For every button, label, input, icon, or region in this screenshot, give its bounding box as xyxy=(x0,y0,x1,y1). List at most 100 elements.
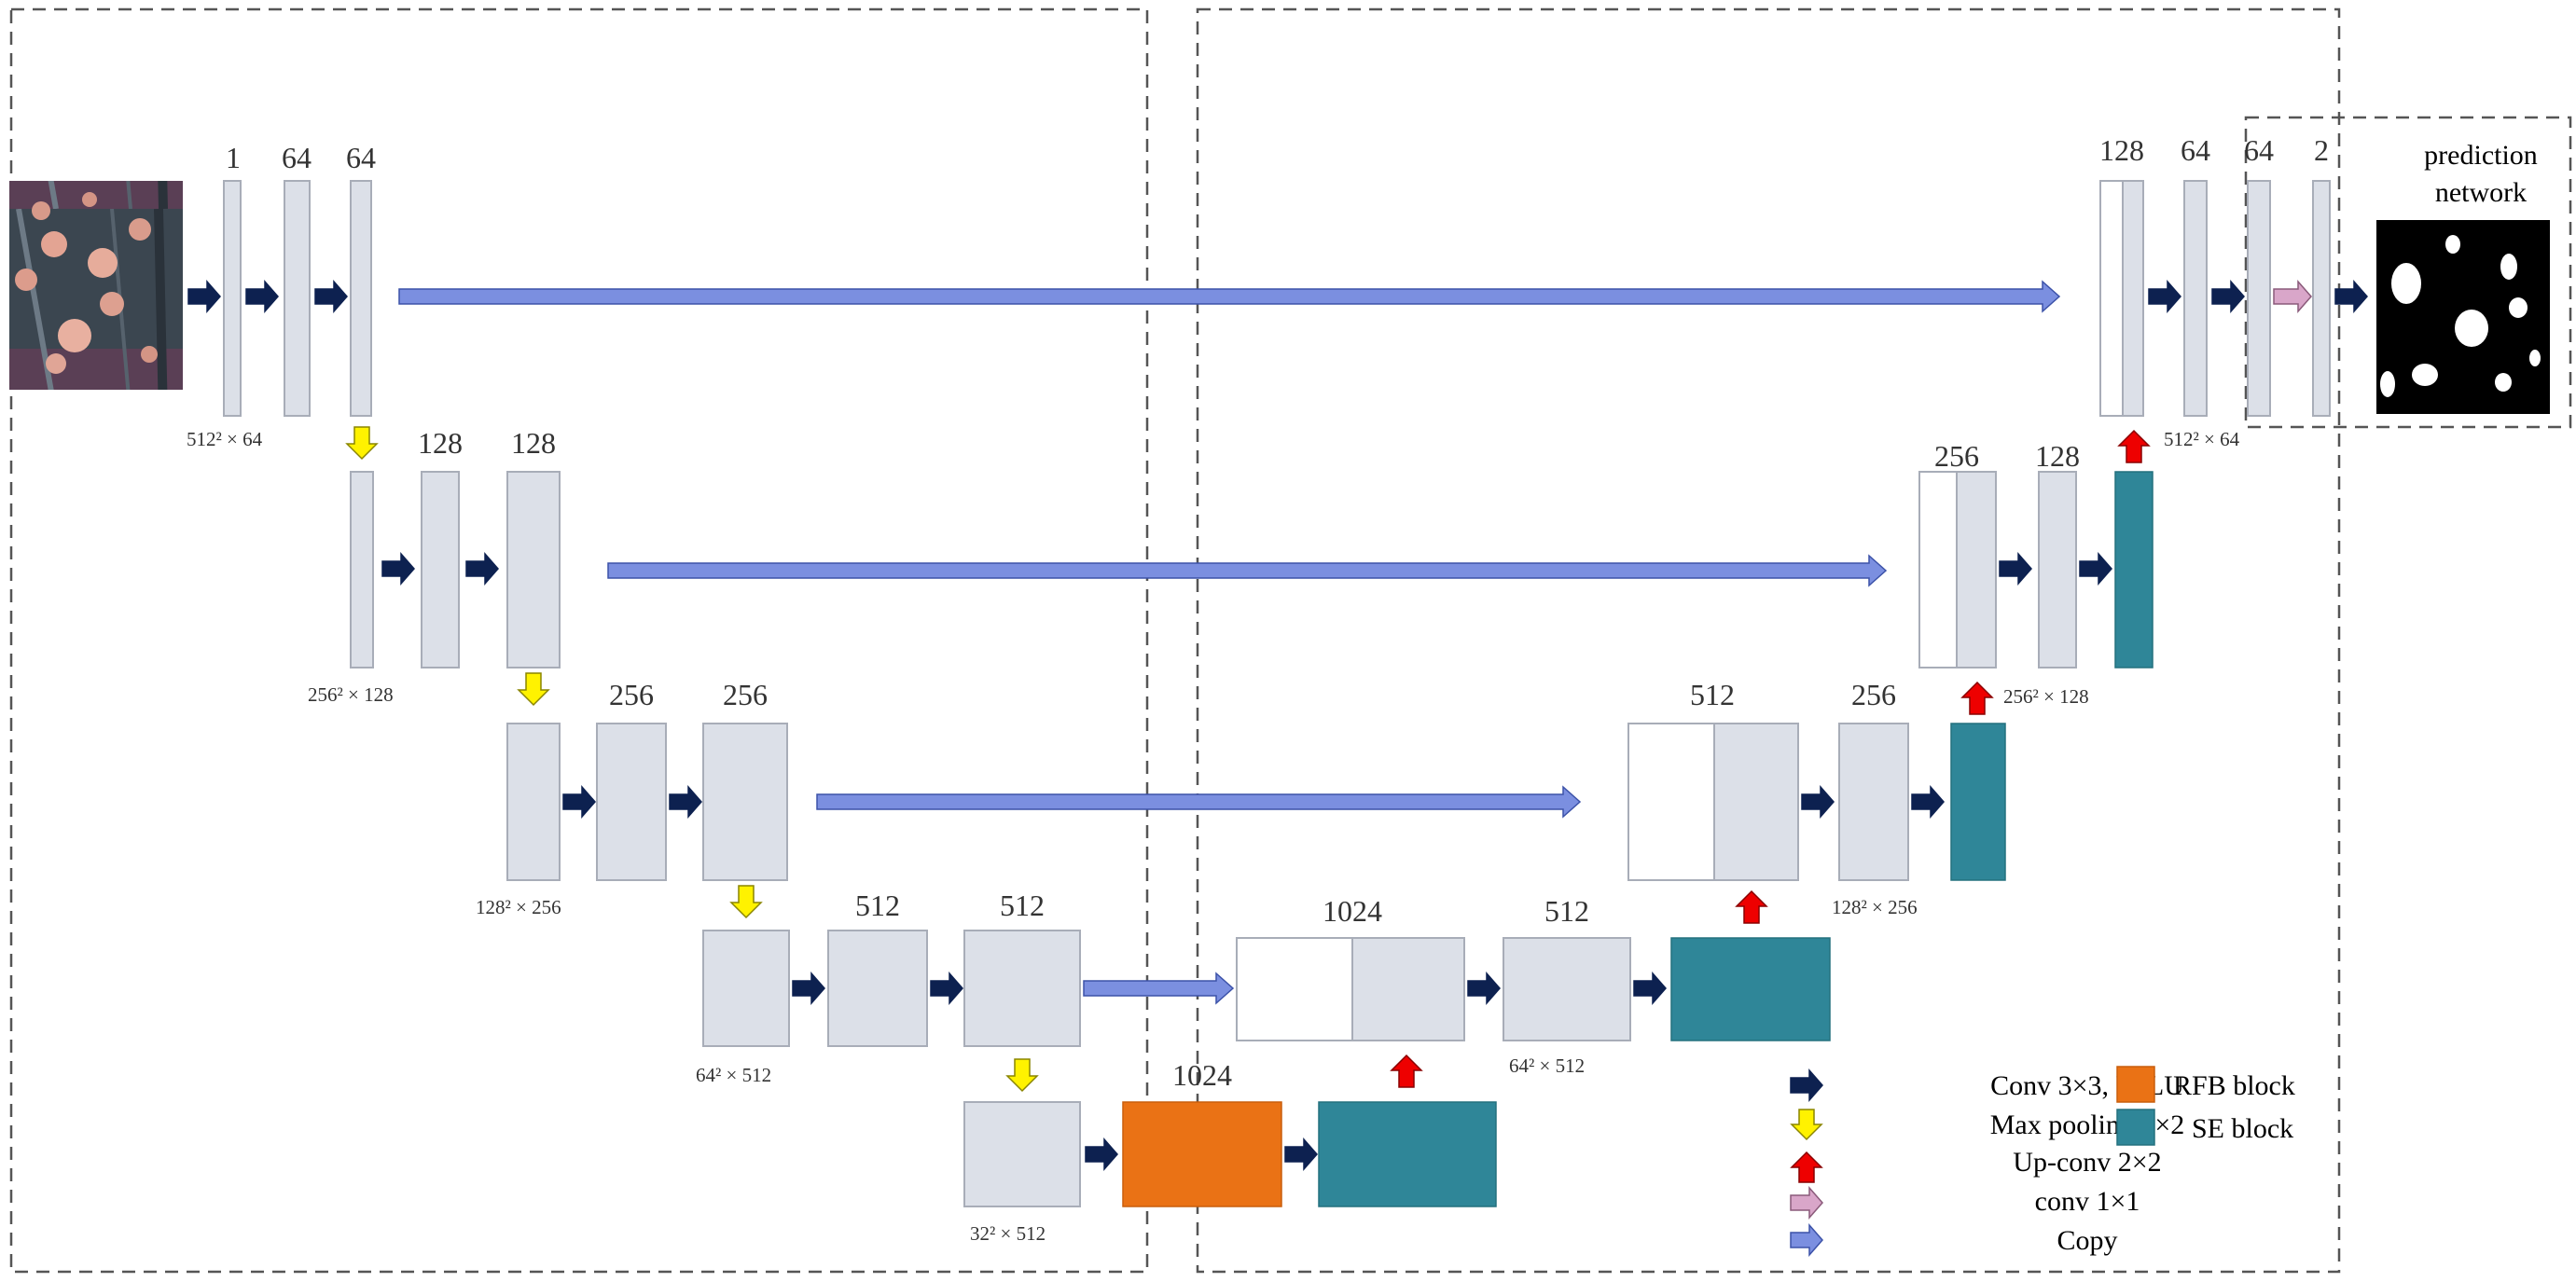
copy-arrow-level-4 xyxy=(1083,972,1235,1005)
legend-copy-arrow xyxy=(1790,1223,1823,1257)
legend-conv1x1-label: conv 1×1 xyxy=(2035,1186,2140,1217)
dec1-featuremap-3 xyxy=(2247,180,2271,417)
upconv-arrow-2 xyxy=(1960,681,1994,715)
bottleneck-se-block xyxy=(1318,1101,1497,1207)
legend-upconv-arrow xyxy=(1790,1151,1823,1183)
conv-arrow-enc1-b xyxy=(245,280,279,313)
dec1-label-3: 64 xyxy=(2244,133,2274,167)
dec3-copied-featuremap xyxy=(1627,723,1715,881)
prediction-region-box xyxy=(2244,116,2572,429)
pool-arrow-3 xyxy=(729,885,763,919)
upconv-arrow-3 xyxy=(1735,889,1768,924)
conv-arrow-enc4-b xyxy=(930,972,963,1005)
dec4-conv-label: 512 xyxy=(1544,894,1589,928)
enc2-featuremap-2 xyxy=(421,471,460,669)
enc1-label-3: 64 xyxy=(346,141,376,174)
enc1-label-1: 1 xyxy=(226,141,241,174)
dec4-dim-label: 64² × 512 xyxy=(1509,1055,1585,1077)
conv-arrow-enc3-b xyxy=(669,785,702,819)
dec4-upsampled-featuremap xyxy=(1351,937,1465,1041)
enc4-label-2: 512 xyxy=(855,889,900,922)
bottleneck-featuremap xyxy=(963,1101,1081,1207)
legend-conv1x1-arrow xyxy=(1790,1186,1823,1220)
dec2-concat-label: 256 xyxy=(1934,439,1979,473)
enc2-dim-label: 256² × 128 xyxy=(308,683,394,706)
enc4-featuremap-3 xyxy=(963,930,1081,1047)
enc1-featuremap-3 xyxy=(350,180,372,417)
pool-arrow-1 xyxy=(345,426,379,461)
enc3-featuremap-1 xyxy=(506,723,561,881)
enc2-featuremap-3 xyxy=(506,471,561,669)
output-mask-image xyxy=(2376,220,2550,414)
conv-arrow-dec4-b xyxy=(1633,972,1667,1005)
legend: Conv 3×3, ReLU Max pooling 2×2 Up-conv 2… xyxy=(1790,1066,2295,1257)
legend-maxpool-arrow xyxy=(1790,1109,1823,1141)
legend-se-label: SE block xyxy=(2192,1113,2293,1144)
dec1-concat-label: 128 xyxy=(2099,133,2144,167)
pool-arrow-2 xyxy=(517,672,550,707)
input-image xyxy=(9,181,183,390)
copy-arrow-level-2 xyxy=(607,554,1888,587)
legend-se-swatch xyxy=(2116,1109,2155,1146)
dec2-se-block xyxy=(2114,471,2154,669)
output-featuremap xyxy=(2312,180,2331,417)
conv-arrow-enc1-c xyxy=(314,280,348,313)
enc3-featuremap-2 xyxy=(596,723,667,881)
dec1-upsampled-featuremap xyxy=(2122,180,2144,417)
conv-arrow-enc4-a xyxy=(792,972,825,1005)
dec3-concat-label: 512 xyxy=(1690,678,1735,711)
rfb-block xyxy=(1122,1101,1282,1207)
dec4-se-block xyxy=(1670,937,1831,1041)
prediction-label-line2: network xyxy=(2435,177,2527,208)
enc1-label-2: 64 xyxy=(282,141,312,174)
dec3-upsampled-featuremap xyxy=(1713,723,1799,881)
legend-upconv-label: Up-conv 2×2 xyxy=(2013,1147,2161,1178)
copy-arrow-level-1 xyxy=(398,280,2061,313)
legend-rfb-swatch xyxy=(2116,1066,2155,1103)
dec4-concat-label: 1024 xyxy=(1323,894,1382,928)
dec2-dim-label: 256² × 128 xyxy=(2003,685,2089,708)
enc1-featuremap-2 xyxy=(284,180,311,417)
prediction-label-line1: prediction xyxy=(2424,140,2538,171)
dec3-se-block xyxy=(1950,723,2006,881)
output-label: 2 xyxy=(2314,133,2329,167)
enc4-featuremap-2 xyxy=(827,930,928,1047)
dec3-featuremap xyxy=(1838,723,1909,881)
conv-arrow-bottleneck-a xyxy=(1085,1137,1118,1171)
conv-arrow-dec3-b xyxy=(1911,785,1945,819)
conv-arrow-dec3-a xyxy=(1801,785,1835,819)
conv-arrow-dec4-a xyxy=(1467,972,1501,1005)
bottleneck-label: 1024 xyxy=(1172,1058,1232,1092)
bottleneck-dim-label: 32² × 512 xyxy=(970,1222,1046,1245)
dec3-dim-label: 128² × 256 xyxy=(1832,896,1918,918)
conv-arrow-enc1-a xyxy=(187,280,221,313)
dec2-copied-featuremap xyxy=(1918,471,1958,669)
encoder-region-box xyxy=(9,7,1149,1274)
enc1-featuremap-1 xyxy=(223,180,242,417)
arrows-layer xyxy=(187,280,2368,1171)
conv-arrow-to-output xyxy=(2334,280,2368,313)
dec4-featuremap xyxy=(1503,937,1631,1041)
legend-conv-label: Conv 3×3, ReLU xyxy=(1990,1070,2184,1101)
dec4-copied-featuremap xyxy=(1236,937,1353,1041)
copy-arrow-level-3 xyxy=(816,785,1582,819)
legend-maxpool-label: Max pooling 2×2 xyxy=(1990,1110,2185,1140)
dec3-conv-label: 256 xyxy=(1851,678,1896,711)
dec1-dim-label: 512² × 64 xyxy=(2164,428,2240,450)
dec1-copied-featuremap xyxy=(2099,180,2124,417)
dec2-upsampled-featuremap xyxy=(1956,471,1997,669)
legend-copy-label: Copy xyxy=(2057,1225,2117,1256)
conv-arrow-dec1-a xyxy=(2148,280,2181,313)
conv-arrow-enc3-a xyxy=(562,785,596,819)
enc2-label-3: 128 xyxy=(511,426,556,460)
dec1-label-2: 64 xyxy=(2181,133,2210,167)
enc3-label-3: 256 xyxy=(723,678,768,711)
conv1x1-arrow xyxy=(2273,280,2312,313)
enc2-label-2: 128 xyxy=(418,426,463,460)
upconv-arrow-1 xyxy=(2117,429,2151,463)
enc4-label-3: 512 xyxy=(1000,889,1045,922)
dec2-featuremap xyxy=(2038,471,2077,669)
enc4-featuremap-1 xyxy=(702,930,790,1047)
enc3-dim-label: 128² × 256 xyxy=(476,896,561,918)
dec1-featuremap-2 xyxy=(2183,180,2208,417)
